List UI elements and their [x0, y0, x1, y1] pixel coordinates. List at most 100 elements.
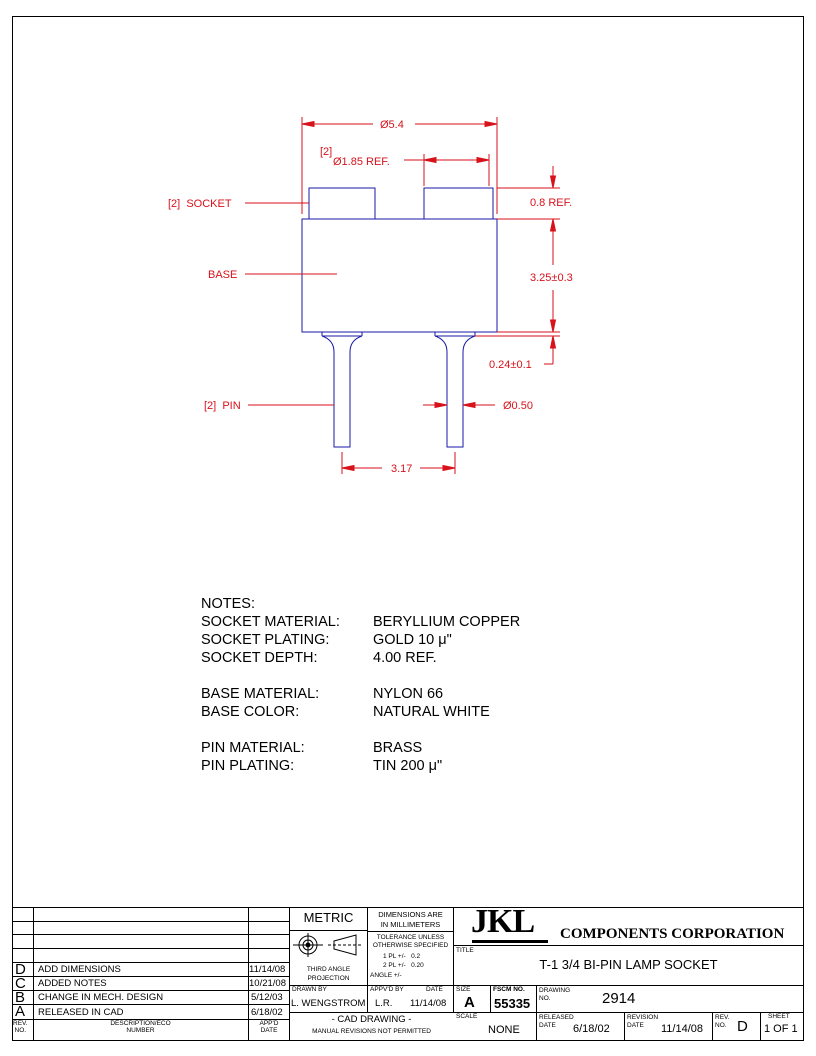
third-angle-projection-icon: [293, 933, 362, 957]
scale: NONE: [488, 1024, 520, 1036]
dim-pin-diameter: Ø0.50: [503, 400, 533, 412]
pin-left-outline: [321, 332, 363, 448]
revision-date: 11/14/08: [249, 964, 286, 975]
note-label: SOCKET PLATING:: [201, 632, 330, 648]
note-value: 4.00 REF.: [373, 650, 437, 666]
notes-group-socket: SOCKET MATERIAL: BERYLLIUM COPPER SOCKET …: [201, 613, 520, 667]
part-outline: [301, 187, 498, 448]
pin-right-outline: [434, 332, 476, 448]
cad-drawing-note: - CAD DRAWING -: [331, 1014, 412, 1025]
drawing-number: 2914: [602, 990, 636, 1007]
company-name: COMPONENTS CORPORATION: [560, 926, 785, 942]
note-row: SOCKET PLATING: GOLD 10 μ": [201, 631, 520, 649]
revision-letter: A: [15, 1003, 26, 1020]
sheet-label: SHEET: [768, 1013, 790, 1020]
revision-description: CHANGE IN MECH. DESIGN: [38, 992, 164, 1003]
sheet-border: [12, 16, 804, 1041]
logo-underline: [472, 940, 548, 943]
dim-socket-diameter: Ø1.85 REF.: [333, 156, 390, 168]
revision-header-description: DESCRIPTION/ECO NUMBER: [110, 1020, 171, 1034]
drawing-number-label: DRAWING NO.: [539, 987, 571, 1002]
note-row: SOCKET DEPTH: 4.00 REF.: [201, 649, 520, 667]
company-logo: JKL: [471, 903, 535, 940]
note-label: PIN PLATING:: [201, 758, 295, 774]
notes-heading: NOTES:: [201, 596, 255, 612]
date-label: DATE: [426, 986, 443, 993]
note-row: BASE COLOR: NATURAL WHITE: [201, 703, 520, 721]
note-value: NATURAL WHITE: [373, 704, 490, 720]
tolerance-2pl: 2 PL +/- 0.20: [383, 962, 424, 969]
note-row: BASE MATERIAL: NYLON 66: [201, 685, 520, 703]
dimension-lines: [245, 117, 560, 474]
fscm-label: FSCM NO.: [493, 986, 525, 993]
dim-pin-spacing: 3.17: [391, 463, 412, 475]
approved-by-label: APPV'D BY: [370, 986, 404, 993]
note-label: BASE COLOR:: [201, 704, 300, 720]
notes-block: NOTES: SOCKET MATERIAL: BERYLLIUM COPPER …: [201, 595, 520, 775]
revision-description: ADD DIMENSIONS: [38, 964, 121, 975]
approval-date: 11/14/08: [410, 998, 447, 1009]
dimensions-unit-note: DIMENSIONS ARE IN MILLIMETERS: [378, 910, 443, 929]
revision-date: 5/12/03: [251, 992, 283, 1003]
note-value: TIN 200 μ": [373, 758, 443, 774]
note-value: BERYLLIUM COPPER: [373, 614, 521, 630]
notes-group-base: BASE MATERIAL: NYLON 66 BASE COLOR: NATURA…: [201, 685, 520, 721]
revision-letter: C: [15, 975, 26, 992]
size-label: SIZE: [456, 986, 471, 993]
released-date-label: RELEASED DATE: [539, 1014, 574, 1029]
drawn-by-label: DRAWN BY: [292, 986, 327, 993]
note-label: PIN MATERIAL:: [201, 740, 305, 756]
socket-right-outline: [423, 187, 494, 220]
note-row: SOCKET MATERIAL: BERYLLIUM COPPER: [201, 613, 520, 631]
sheet-of: 1 OF 1: [764, 1023, 798, 1035]
note-label: SOCKET DEPTH:: [201, 650, 318, 666]
dim-shoulder: 0.24±0.1: [489, 359, 532, 371]
manual-revisions-note: MANUAL REVISIONS NOT PERMITTED: [312, 1028, 431, 1035]
dim-socket-height: 0.8 REF.: [530, 197, 572, 209]
revision-letter: B: [15, 989, 26, 1006]
drawing-title: T-1 3/4 BI-PIN LAMP SOCKET: [539, 957, 718, 972]
base-outline: [301, 218, 498, 333]
sheet-size: A: [464, 994, 475, 1011]
revision-description: ADDED NOTES: [38, 978, 107, 989]
dimension-labels: Ø5.4 [2] Ø1.85 REF. 0.8 REF. 3.25±0.3 0.…: [168, 119, 573, 475]
dim-overall-diameter: Ø5.4: [380, 119, 404, 131]
tolerance-angle: ANGLE +/-: [370, 972, 402, 979]
revision-letter: D: [15, 961, 26, 978]
revision-date: 6/18/02: [251, 1007, 283, 1018]
note-label: SOCKET MATERIAL:: [201, 614, 340, 630]
revision-header-rev: REV. NO.: [13, 1020, 28, 1034]
revision-date-label: REVISION DATE: [627, 1014, 659, 1029]
note-value: BRASS: [373, 740, 423, 756]
projection-label: THIRD ANGLE PROJECTION: [306, 966, 351, 982]
tolerance-note: TOLERANCE UNLESS OTHERWISE SPECIFIED: [372, 934, 449, 949]
dim-base-height: 3.25±0.3: [530, 272, 573, 284]
note-value: NYLON 66: [373, 686, 444, 702]
title-block-grid: [12, 907, 804, 1040]
socket-left-outline: [308, 187, 376, 220]
note-label: BASE MATERIAL:: [201, 686, 320, 702]
dim-socket-ref-count: [2]: [320, 146, 332, 158]
fscm-number: 55335: [494, 996, 531, 1011]
released-date: 6/18/02: [573, 1023, 610, 1035]
note-row: PIN MATERIAL: BRASS: [201, 739, 520, 757]
note-row: PIN PLATING: TIN 200 μ": [201, 757, 520, 775]
rev-no: D: [737, 1018, 748, 1035]
units-label: METRIC: [303, 910, 354, 925]
revision-date: 10/21/08: [249, 978, 286, 989]
rev-no-label: REV. NO.: [715, 1014, 730, 1029]
approved-by: L.R.: [375, 998, 393, 1009]
tolerance-1pl: 1 PL +/- 0.2: [383, 953, 421, 960]
callout-socket: [2] SOCKET: [168, 198, 232, 210]
drawn-by: L. WENGSTROM: [291, 998, 366, 1009]
revision-description: RELEASED IN CAD: [38, 1007, 124, 1018]
scale-label: SCALE: [456, 1013, 478, 1020]
callout-pin: [2] PIN: [204, 400, 241, 412]
callout-base: BASE: [208, 269, 237, 281]
notes-group-pin: PIN MATERIAL: BRASS PIN PLATING: TIN 200 μ…: [201, 739, 520, 775]
title-label: TITLE: [456, 947, 474, 954]
note-value: GOLD 10 μ": [373, 632, 452, 648]
revision-date-value: 11/14/08: [661, 1023, 704, 1035]
revision-header-date: APP'D DATE: [259, 1020, 279, 1034]
